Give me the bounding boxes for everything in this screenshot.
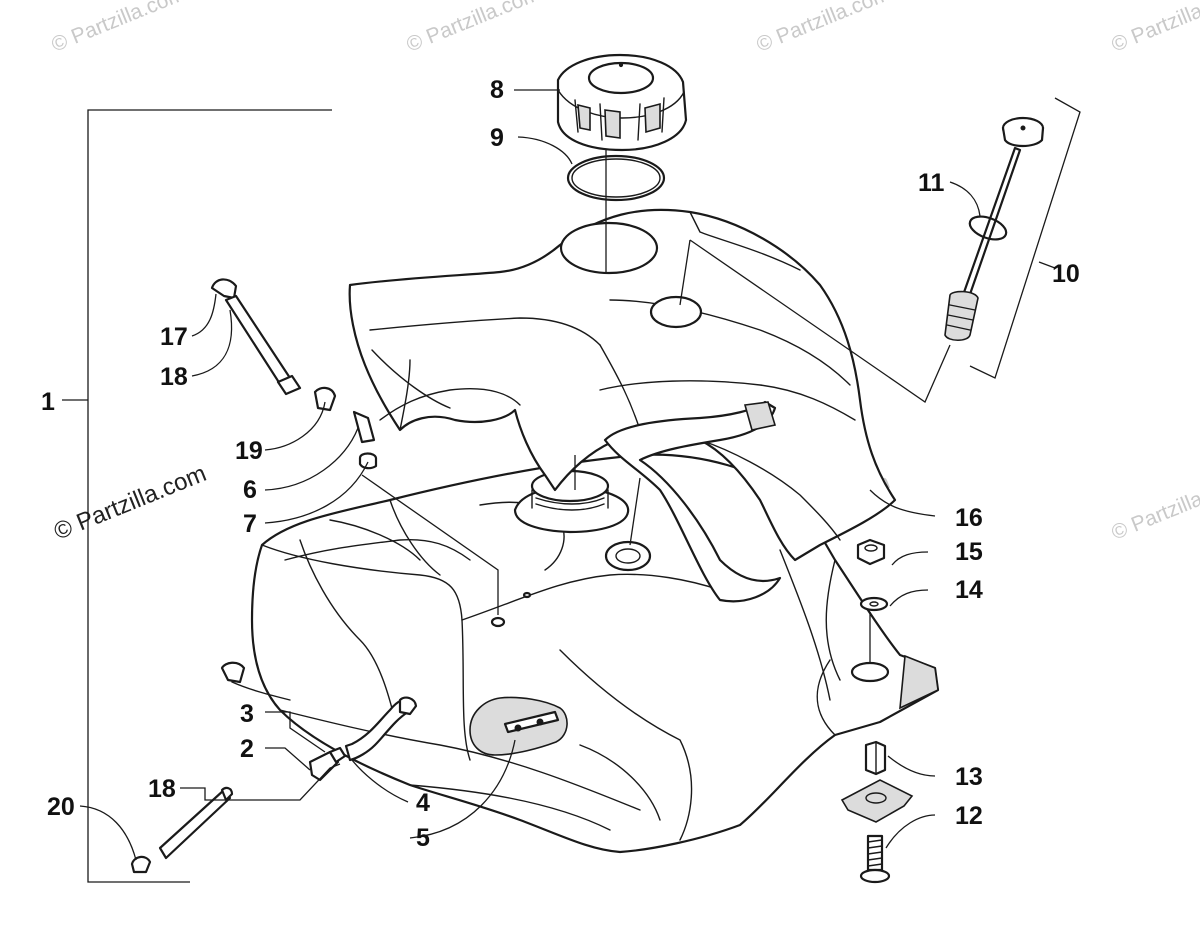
watermark-text: © Partzilla.com [1108, 0, 1200, 57]
watermark-text: © Partzilla.com [48, 0, 188, 57]
callout-18-lower: 18 [148, 775, 176, 803]
tank-shroud [348, 208, 897, 603]
callout-6: 6 [243, 476, 257, 504]
callout-12: 12 [955, 802, 983, 830]
callout-5: 5 [416, 824, 430, 852]
leader-lines [79, 89, 1056, 861]
callout-20: 20 [47, 793, 75, 821]
vent-hose-upper [210, 278, 378, 470]
callout-4: 4 [416, 789, 430, 817]
callout-10: 10 [1052, 260, 1080, 288]
callout-9: 9 [490, 124, 504, 152]
fuel-sender [944, 116, 1045, 342]
callout-15: 15 [955, 538, 983, 566]
callout-3: 3 [240, 700, 254, 728]
watermark-text: © Partzilla.com [403, 0, 543, 57]
callout-11: 11 [918, 169, 945, 197]
watermark-text: © Partzilla.com [753, 0, 893, 57]
watermark-text-main: © Partzilla.com [50, 460, 210, 546]
callout-2: 2 [240, 735, 254, 763]
sender-bracket [969, 97, 1081, 379]
assembly-bracket [62, 109, 332, 883]
cap-gasket [566, 154, 666, 202]
callout-8: 8 [490, 76, 504, 104]
callout-19: 19 [235, 437, 263, 465]
sender-seal [968, 215, 1008, 241]
callout-18-upper: 18 [160, 363, 188, 391]
fuel-tank [250, 453, 940, 854]
callout-16: 16 [955, 504, 983, 532]
mount-hardware [840, 538, 914, 884]
watermark-text: © Partzilla.com [1108, 470, 1200, 544]
fuel-line-lower [130, 661, 418, 874]
callout-labels: 1 2 3 4 5 6 7 8 9 10 11 12 13 14 15 16 1… [41, 76, 1080, 852]
callout-7: 7 [243, 510, 257, 538]
fuel-cap [556, 53, 688, 152]
callout-14: 14 [955, 576, 983, 604]
callout-13: 13 [955, 763, 983, 791]
callout-17: 17 [160, 323, 188, 351]
callout-1: 1 [41, 388, 55, 416]
